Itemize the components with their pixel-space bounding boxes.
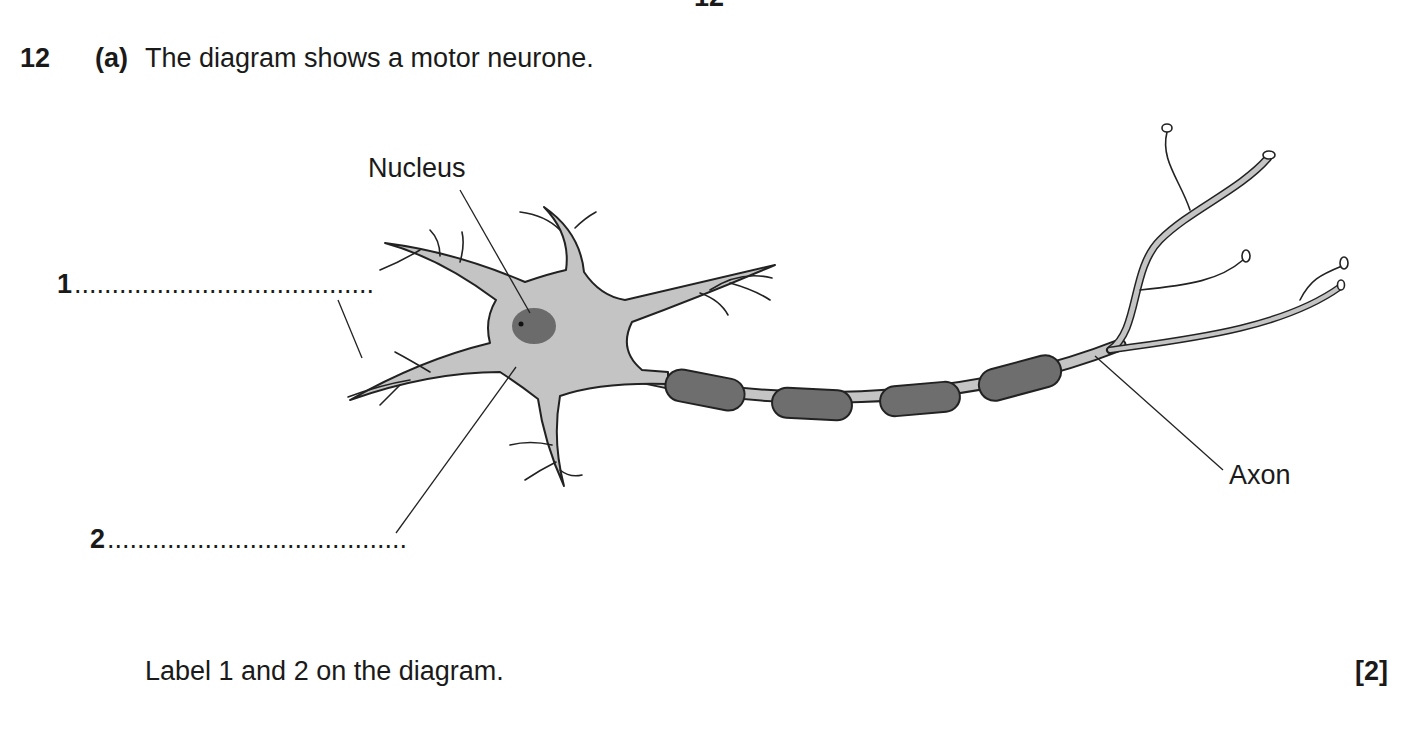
page-number: 12 <box>694 0 724 11</box>
axon-terminals <box>1110 132 1342 350</box>
cell-body <box>350 207 775 486</box>
question-number: 12 <box>20 45 50 72</box>
dendrite-branches <box>348 212 772 480</box>
part-letter: (a) <box>95 45 128 72</box>
callout-number: 2 <box>90 526 105 553</box>
mark-allocation: [2] <box>1355 658 1388 685</box>
answer-line: ........................................ <box>74 271 374 298</box>
instruction-text: Label 1 and 2 on the diagram. <box>145 658 504 685</box>
part-label: Axon <box>1229 462 1291 489</box>
myelin-sheath <box>663 352 1065 421</box>
question-text: The diagram shows a motor neurone. <box>145 45 594 72</box>
part-label: Nucleus <box>368 155 466 182</box>
leader-lines <box>338 190 1223 533</box>
answer-line: ........................................ <box>107 526 407 553</box>
callout-number: 1 <box>57 271 72 298</box>
terminal-knobs <box>1162 124 1348 290</box>
nucleolus <box>519 322 524 327</box>
nucleus <box>512 308 556 344</box>
